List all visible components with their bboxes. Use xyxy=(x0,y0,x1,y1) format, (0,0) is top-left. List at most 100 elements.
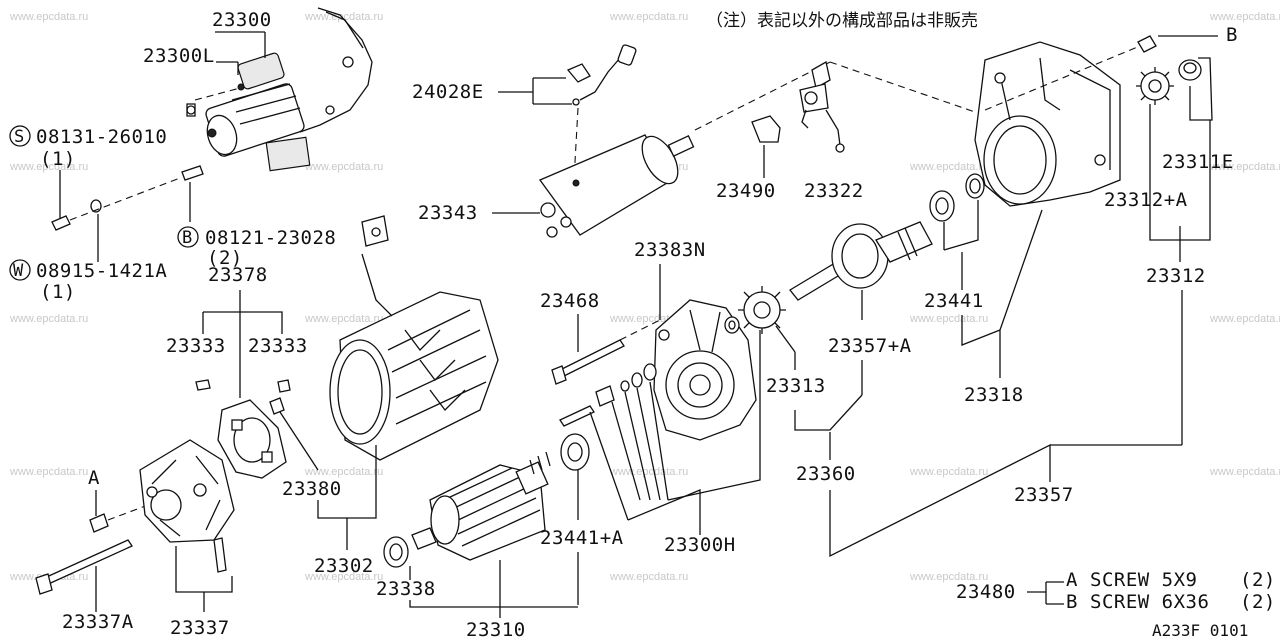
label-23337A: 23337A xyxy=(62,611,134,633)
legend-a-letter: A xyxy=(1066,569,1078,591)
legend-a-text: SCREW 5X9 xyxy=(1090,569,1197,591)
spring-drawing xyxy=(277,379,291,393)
legend-b-letter: B xyxy=(1066,591,1078,613)
label-23300: 23300 xyxy=(212,9,272,31)
lever-drawing xyxy=(799,60,845,153)
watermark: www.epcdata.ru xyxy=(304,571,383,583)
diagram-code: A233F 0101 xyxy=(1152,621,1248,640)
terminal-drawing xyxy=(213,537,227,573)
label-23441: 23441 xyxy=(924,290,984,312)
washer-drawing xyxy=(631,372,643,388)
watermark: www.epcdata.ru xyxy=(9,11,88,23)
label-23300H: 23300H xyxy=(664,534,736,556)
circled-b-letter: B xyxy=(182,228,192,248)
label-23468: 23468 xyxy=(540,290,600,312)
clutch-drawing xyxy=(789,221,933,301)
screw-drawing xyxy=(559,405,595,427)
end-frame-drawing xyxy=(653,299,757,441)
pinion-gear-drawing xyxy=(1136,67,1174,105)
bolt-drawing xyxy=(595,385,615,407)
leader-line xyxy=(194,87,241,101)
circled-s-icon xyxy=(9,125,31,147)
armature-drawing xyxy=(411,451,551,561)
watermark: www.epcdata.ru xyxy=(1209,466,1280,478)
watermark: www.epcdata.ru xyxy=(909,313,988,325)
brush-plate-drawing xyxy=(217,399,287,479)
label-23337: 23337 xyxy=(170,617,230,639)
label-23300L: 23300L xyxy=(143,45,215,67)
circled-w-icon xyxy=(9,259,31,281)
through-bolt-drawing xyxy=(555,339,625,379)
yoke-drawing xyxy=(329,215,499,461)
circled-w-letter: W xyxy=(13,261,24,281)
watermark: www.epcdata.ru xyxy=(9,313,88,325)
label-08121-qty: (2) xyxy=(207,247,243,269)
label-23313: 23313 xyxy=(766,375,826,397)
watermark: www.epcdata.ru xyxy=(1209,161,1280,173)
label-23383N: 23383N xyxy=(634,239,706,261)
watermark: www.epcdata.ru xyxy=(304,313,383,325)
watermark: www.epcdata.ru xyxy=(909,161,988,173)
washer-drawing xyxy=(620,380,630,392)
watermark: www.epcdata.ru xyxy=(909,466,988,478)
legend-b-text: SCREW 6X36 xyxy=(1090,591,1209,613)
washer-drawing xyxy=(643,363,657,381)
spring-drawing xyxy=(195,379,211,391)
label-08915-qty: (1) xyxy=(40,281,76,303)
mark-B: B xyxy=(1226,24,1238,46)
watermark: www.epcdata.ru xyxy=(609,466,688,478)
label-23318: 23318 xyxy=(964,384,1024,406)
circled-b-icon xyxy=(177,226,199,248)
starter-assembly-drawing xyxy=(205,7,373,172)
label-08131-26010: 08131-26010 xyxy=(36,126,167,148)
plunger-drawing xyxy=(751,115,781,143)
label-23312: 23312 xyxy=(1146,265,1206,287)
label-23378: 23378 xyxy=(208,264,268,286)
label-23480: 23480 xyxy=(956,581,1016,603)
watermark: www.epcdata.ru xyxy=(9,161,88,173)
label-23302: 23302 xyxy=(314,555,374,577)
housing-drawing xyxy=(974,41,1121,207)
watermark: www.epcdata.ru xyxy=(304,161,383,173)
label-23333-a: 23333 xyxy=(166,335,226,357)
label-08915-1421A: 08915-1421A xyxy=(36,260,167,282)
brush-drawing xyxy=(269,397,285,415)
label-23322: 23322 xyxy=(804,180,864,202)
label-23312A: 23312+A xyxy=(1104,189,1188,211)
solenoid-drawing xyxy=(538,61,831,238)
label-23380: 23380 xyxy=(282,478,342,500)
label-08121-23028: 08121-23028 xyxy=(205,227,336,249)
legend-a-qty: (2) xyxy=(1240,569,1276,591)
watermark: www.epcdata.ru xyxy=(304,11,383,23)
screw-drawing xyxy=(89,513,109,533)
label-23338: 23338 xyxy=(376,578,436,600)
label-23311E: 23311E xyxy=(1162,151,1234,173)
screw-drawing xyxy=(51,215,71,231)
watermark: www.epcdata.ru xyxy=(609,571,688,583)
label-23343: 23343 xyxy=(418,202,478,224)
watermark: www.epcdata.ru xyxy=(304,466,383,478)
watermark: www.epcdata.ru xyxy=(9,466,88,478)
watermark: www.epcdata.ru xyxy=(1209,11,1280,23)
watermark: www.epcdata.ru xyxy=(909,571,988,583)
watermark: www.epcdata.ru xyxy=(1209,313,1280,325)
label-23310: 23310 xyxy=(466,619,526,640)
label-23360: 23360 xyxy=(796,463,856,485)
rear-cover-drawing xyxy=(139,439,235,543)
mark-A: A xyxy=(88,467,100,489)
label-24028E: 24028E xyxy=(412,81,484,103)
bolt-drawing xyxy=(186,105,196,115)
drive-gear-drawing xyxy=(738,286,786,334)
label-23333-b: 23333 xyxy=(248,335,308,357)
label-23357A: 23357+A xyxy=(828,335,912,357)
bolt-drawing xyxy=(181,165,204,181)
label-23357: 23357 xyxy=(1014,484,1074,506)
label-23490: 23490 xyxy=(716,180,776,202)
connector-drawing xyxy=(566,63,591,83)
note-text: （注）表記以外の構成部品は非販売 xyxy=(706,11,978,31)
screw-drawing xyxy=(1137,35,1157,53)
label-23441A: 23441+A xyxy=(540,527,624,549)
legend-b-qty: (2) xyxy=(1240,591,1276,613)
watermark: www.epcdata.ru xyxy=(609,11,688,23)
